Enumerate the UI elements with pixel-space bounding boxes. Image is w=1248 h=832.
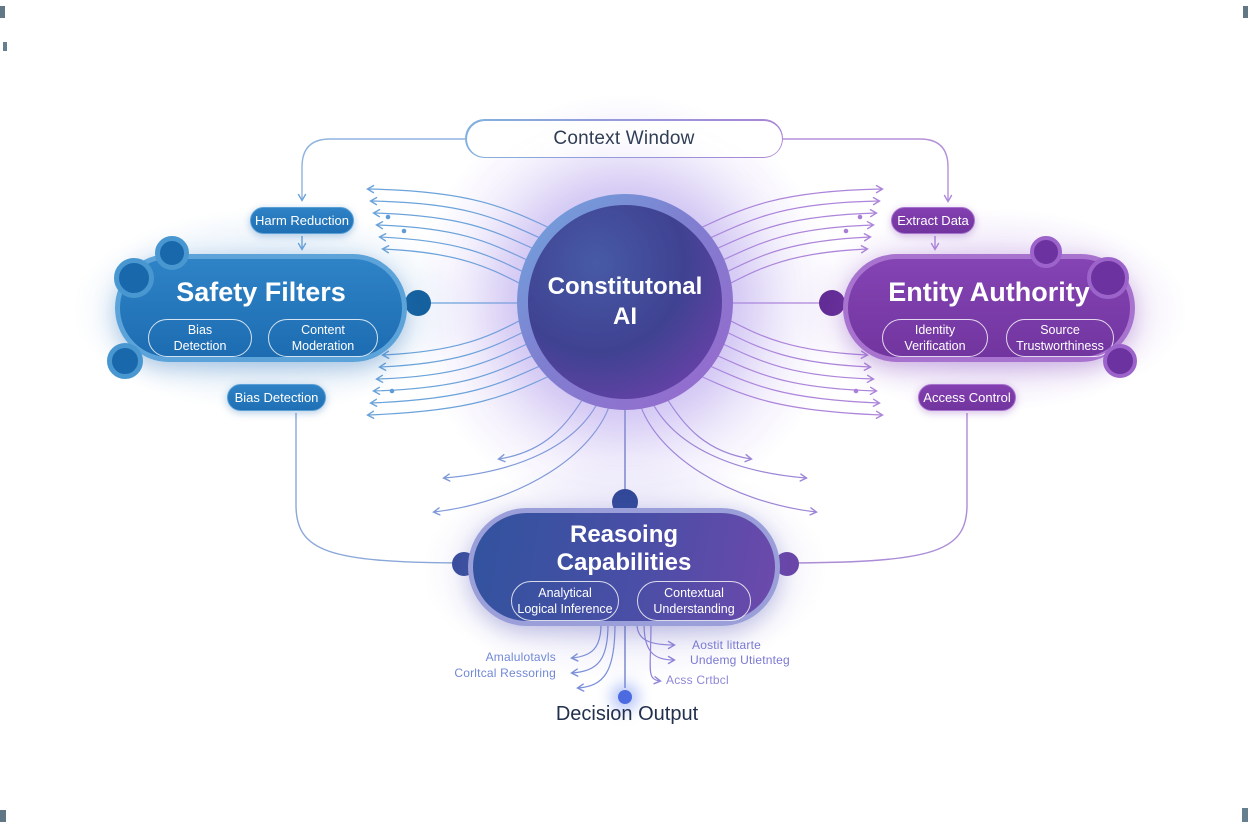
identity-verification-subpill: Identity Verification — [882, 319, 988, 357]
annotation-right-3: Acss Crtbcl — [666, 673, 729, 687]
bias-detection-tag: Bias Detection — [227, 384, 326, 411]
entity-authority-title: Entity Authority — [888, 277, 1090, 307]
edge-artifact — [1242, 808, 1248, 822]
safety-filters-node: Safety Filters Bias Detection Content Mo… — [115, 254, 407, 362]
constitutional-ai-node: Constitutonal AI — [517, 194, 733, 410]
edge-artifact — [3, 42, 7, 51]
safety-filters-title: Safety Filters — [176, 277, 346, 307]
entity-deco-circle — [1087, 257, 1129, 299]
edge-artifact — [0, 6, 5, 18]
safety-deco-circle — [155, 236, 189, 270]
harm-reduction-tag: Harm Reduction — [250, 207, 354, 234]
annotation-left-2: Corltcal Ressoring — [454, 666, 556, 680]
reasoning-capabilities-title: Reasoing Capabilities — [556, 521, 692, 576]
source-trustworthiness-subpill: Source Trustworthiness — [1006, 319, 1114, 357]
entity-deco-circle — [1030, 236, 1062, 268]
access-control-tag: Access Control — [918, 384, 1016, 411]
annotation-right-1: Aostit littarte — [692, 638, 762, 652]
decision-output-dot — [618, 690, 632, 704]
edge-artifact — [1243, 6, 1248, 18]
decision-output-label: Decision Output — [555, 703, 699, 725]
context-window-label: Context Window — [466, 120, 782, 157]
content-moderation-subpill: Content Moderation — [268, 319, 378, 357]
entity-authority-node: Entity Authority Identity Verification S… — [843, 254, 1135, 362]
safety-deco-circle — [114, 258, 154, 298]
annotation-left-1: Amalulotavls — [485, 650, 556, 664]
bias-detection-subpill: Bias Detection — [148, 319, 252, 357]
constitutional-ai-label: Constitutonal AI — [528, 205, 722, 399]
safety-deco-circle — [107, 343, 143, 379]
reasoning-capabilities-node: Reasoing Capabilities Analytical Logical… — [468, 508, 780, 626]
edge-artifact — [0, 810, 6, 822]
annotation-right-2: Undemg Utietnteg — [690, 653, 790, 667]
contextual-understanding-subpill: Contextual Understanding — [637, 581, 751, 621]
analytical-inference-subpill: Analytical Logical Inference — [511, 581, 619, 621]
extract-data-tag: Extract Data — [891, 207, 975, 234]
fan-reasoning-bottom — [570, 623, 676, 692]
entity-deco-circle — [1103, 344, 1137, 378]
fan-core-bottom — [432, 391, 818, 516]
context-window-node: Context Window — [465, 119, 783, 158]
